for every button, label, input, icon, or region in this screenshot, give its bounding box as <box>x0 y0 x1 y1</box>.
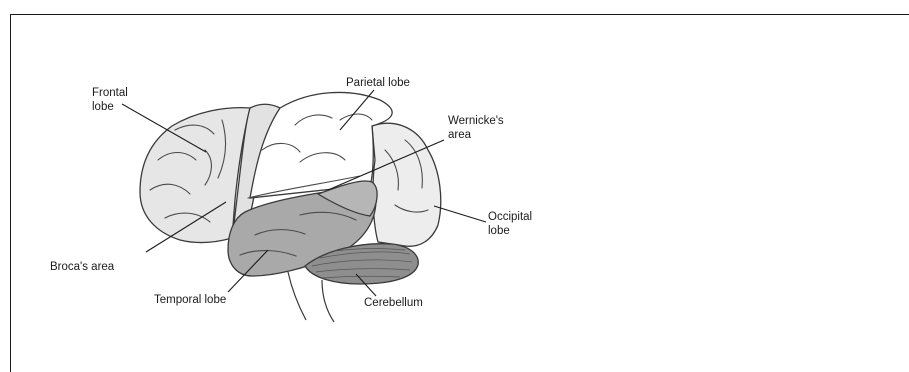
label-temporal-lobe: Temporal lobe <box>154 294 226 306</box>
leader-occipital <box>434 206 486 222</box>
label-brocas-area: Broca's area <box>50 261 115 273</box>
label-cerebellum: Cerebellum <box>364 297 423 309</box>
label-parietal-lobe: Parietal lobe <box>346 77 410 89</box>
label-frontal-lobe: Frontal lobe <box>92 87 131 113</box>
label-occipital-lobe: Occipital lobe <box>488 211 535 237</box>
label-wernickes-area: Wernicke's area <box>448 115 507 141</box>
